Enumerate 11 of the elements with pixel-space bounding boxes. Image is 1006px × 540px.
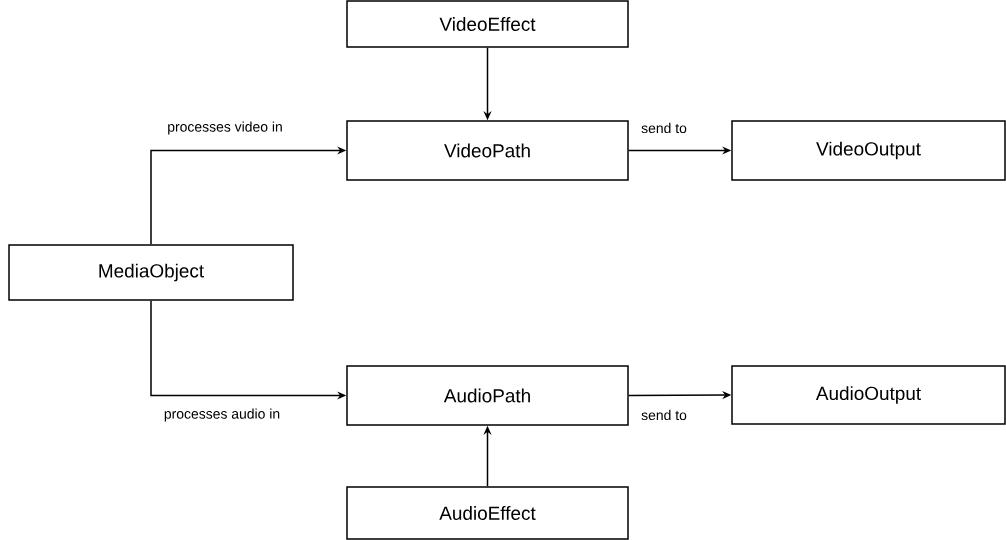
edge-label: processes audio in [162, 407, 282, 423]
edge-label: send to [640, 408, 688, 422]
edge-label: send to [640, 121, 688, 135]
edge-label: processes video in [166, 120, 284, 136]
process-box: AudioEffect [346, 486, 629, 540]
process-box: VideoPath [346, 120, 629, 181]
process-box: VideoEffect [346, 0, 629, 48]
process-box: AudioOutput [731, 365, 1006, 425]
process-box: VideoOutput [731, 120, 1006, 181]
process-box: AudioPath [346, 365, 629, 426]
process-box: MediaObject [8, 244, 294, 301]
